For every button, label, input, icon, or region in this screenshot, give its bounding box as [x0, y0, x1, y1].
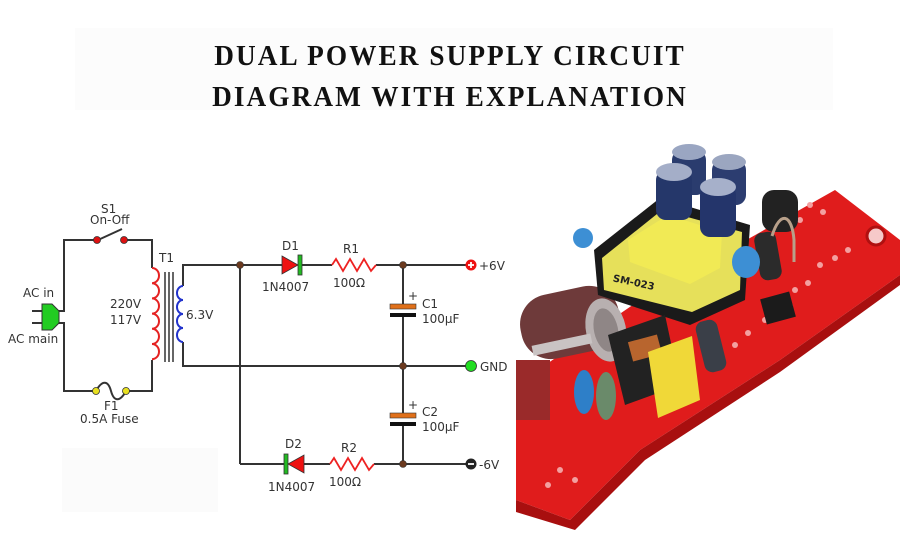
title-line-2: DIAGRAM WITH EXPLANATION: [212, 81, 688, 113]
r1-ref: R1: [343, 242, 359, 256]
d1-part: 1N4007: [262, 280, 309, 294]
film-capacitor: [596, 372, 616, 420]
c1-ref: C1: [422, 297, 438, 311]
wire-secondary-top: [182, 264, 282, 286]
wires: [58, 239, 466, 465]
ac-main-label: AC main: [8, 332, 58, 346]
d2-ref: D2: [285, 437, 302, 451]
c2-value: 100µF: [422, 420, 460, 434]
ac-plug-icon: [32, 303, 60, 331]
transformer-icon: [151, 267, 184, 362]
ceramic-capacitor: [574, 370, 594, 414]
negative-terminal-icon: [465, 458, 477, 470]
fuse-block: [516, 360, 550, 420]
capacitor-c2-icon: [389, 412, 417, 426]
positive-terminal-icon: [465, 259, 477, 271]
fuse-icon: [92, 381, 130, 401]
resistor-r2-icon: [329, 456, 375, 472]
diode-d2-icon: [283, 453, 305, 475]
c1-polarity: +: [408, 289, 418, 303]
c1-value: 100µF: [422, 312, 460, 326]
wire-primary-bottom-left: [58, 322, 96, 392]
node-icon: [236, 261, 244, 269]
jumper-wire: [770, 216, 796, 262]
wire-primary-bottom-right: [126, 360, 153, 392]
r1-value: 100Ω: [333, 276, 365, 290]
switch-ref: S1: [101, 202, 116, 216]
primary-voltage-1: 220V: [110, 297, 142, 311]
ac-in-label: AC in: [23, 286, 54, 300]
node-icon: [399, 460, 407, 468]
node-icon: [399, 261, 407, 269]
c2-polarity: +: [408, 398, 418, 412]
mounting-hole-icon: [865, 225, 887, 247]
wire-primary-top-right: [124, 239, 153, 268]
node-icon: [399, 362, 407, 370]
wire-ground: [182, 342, 466, 367]
r2-ref: R2: [341, 441, 357, 455]
wire-primary-top-left: [58, 239, 96, 312]
optocoupler: [760, 291, 796, 325]
title-background: [75, 28, 833, 110]
page-title: DUAL POWER SUPPLY CIRCUIT DIAGRAM WITH E…: [27, 36, 873, 118]
d2-part: 1N4007: [268, 480, 315, 494]
title-line-1: DUAL POWER SUPPLY CIRCUIT: [214, 40, 686, 72]
positive-output-label: +6V: [479, 259, 506, 273]
junction-nodes: [236, 261, 407, 468]
negative-output-label: -6V: [479, 458, 500, 472]
resistor-r1-icon: [331, 257, 377, 273]
ceramic-capacitor: [732, 246, 760, 278]
ground-terminal-icon: [465, 360, 477, 372]
ceramic-capacitor: [573, 228, 593, 248]
fuse-ref: F1: [104, 399, 119, 413]
ground-output-label: GND: [480, 360, 508, 374]
switch-icon: [93, 228, 128, 244]
switch-desc: On-Off: [90, 213, 130, 227]
transformer-ref: T1: [158, 251, 174, 265]
rectifier-diode: [754, 231, 782, 281]
x-capacitor: [648, 336, 700, 418]
capacitor-c1-icon: [389, 303, 417, 317]
r2-value: 100Ω: [329, 475, 361, 489]
blank-panel: [62, 448, 218, 512]
primary-voltage-2: 117V: [110, 313, 142, 327]
fuse-desc: 0.5A Fuse: [80, 412, 139, 426]
diode-d1-icon: [281, 254, 303, 276]
small-capacitor: [695, 319, 727, 373]
output-capacitors: [656, 144, 746, 237]
c2-ref: C2: [422, 405, 438, 419]
primary-coil: [151, 267, 160, 361]
d1-ref: D1: [282, 239, 299, 253]
secondary-coil: [176, 285, 184, 343]
secondary-voltage: 6.3V: [186, 308, 214, 322]
